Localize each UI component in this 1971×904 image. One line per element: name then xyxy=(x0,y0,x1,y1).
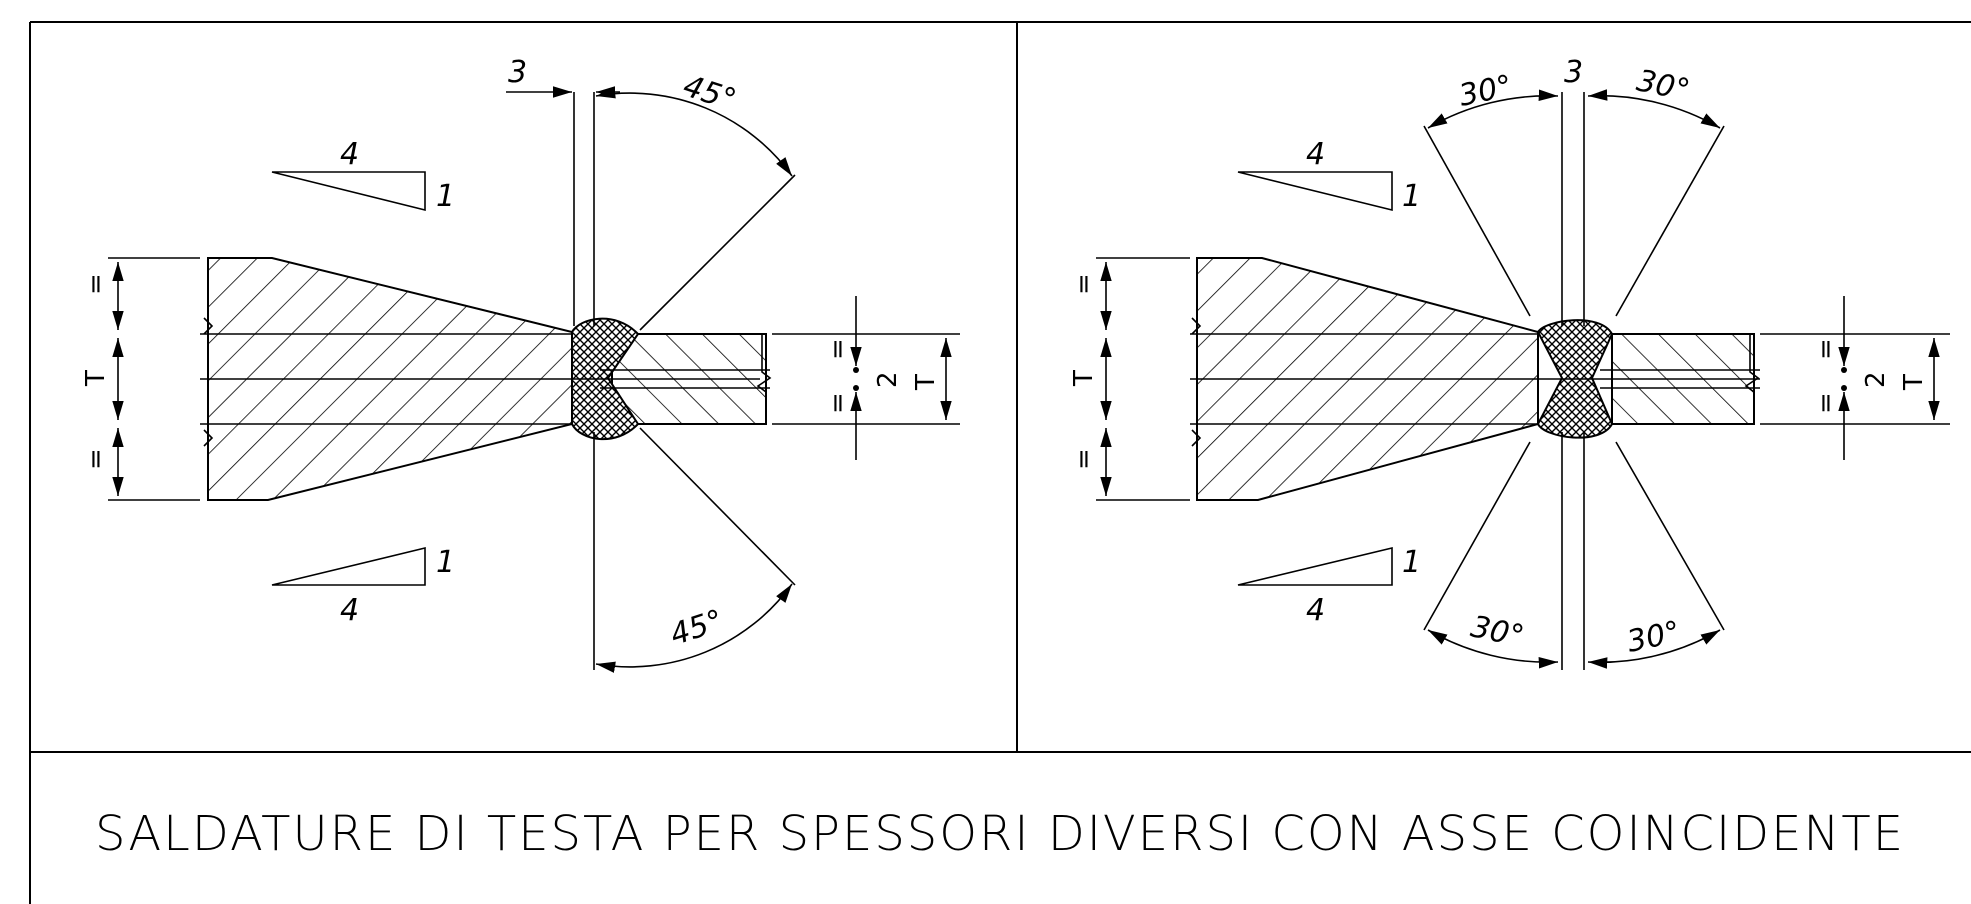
left-equal-right-top: = xyxy=(823,338,853,360)
right-equal-right-top: = xyxy=(1811,338,1841,360)
left-angle-top-label: 45° xyxy=(679,69,740,119)
right-equal-bottom: = xyxy=(1069,448,1099,470)
right-slope-bottom-run: 4 xyxy=(1306,593,1325,628)
left-thick-T: T xyxy=(81,370,111,387)
left-detail: 3 45° 45° 4 1 4 1 = T = = = 2 T xyxy=(81,55,960,673)
right-slope-top-rise: 1 xyxy=(1402,179,1421,214)
left-root-label: 2 xyxy=(873,371,903,388)
left-slope-top-run: 4 xyxy=(340,137,359,172)
right-angle-bottom-right: 30° xyxy=(1624,615,1683,660)
right-root-label: 2 xyxy=(1861,371,1891,388)
left-slope-top-rise: 1 xyxy=(436,179,455,214)
right-equal-top: = xyxy=(1069,273,1099,295)
right-gap-label: 3 xyxy=(1564,55,1583,90)
left-equal-bottom: = xyxy=(81,448,111,470)
right-angle-top-left: 30° xyxy=(1456,69,1515,114)
right-detail: 3 30° 30° 30° 30° 4 1 4 1 = T = = = 2 T xyxy=(1069,55,1950,670)
right-angle-top-right: 30° xyxy=(1634,63,1693,108)
right-equal-right-bottom: = xyxy=(1811,392,1841,414)
right-thin-T: T xyxy=(1899,374,1929,391)
left-slope-bottom-run: 4 xyxy=(340,593,359,628)
right-slope-bottom-rise: 1 xyxy=(1402,545,1421,580)
left-equal-right-bottom: = xyxy=(823,392,853,414)
right-slope-top-run: 4 xyxy=(1306,137,1325,172)
left-gap-label: 3 xyxy=(508,55,527,90)
sheet-frame xyxy=(29,21,1971,904)
drawing-title: SALDATURE DI TESTA PER SPESSORI DIVERSI … xyxy=(95,806,1905,862)
right-angle-bottom-left: 30° xyxy=(1468,609,1527,654)
left-equal-top: = xyxy=(81,273,111,295)
right-thick-T: T xyxy=(1069,370,1099,387)
left-slope-bottom-rise: 1 xyxy=(436,545,455,580)
left-thin-T: T xyxy=(911,374,941,391)
